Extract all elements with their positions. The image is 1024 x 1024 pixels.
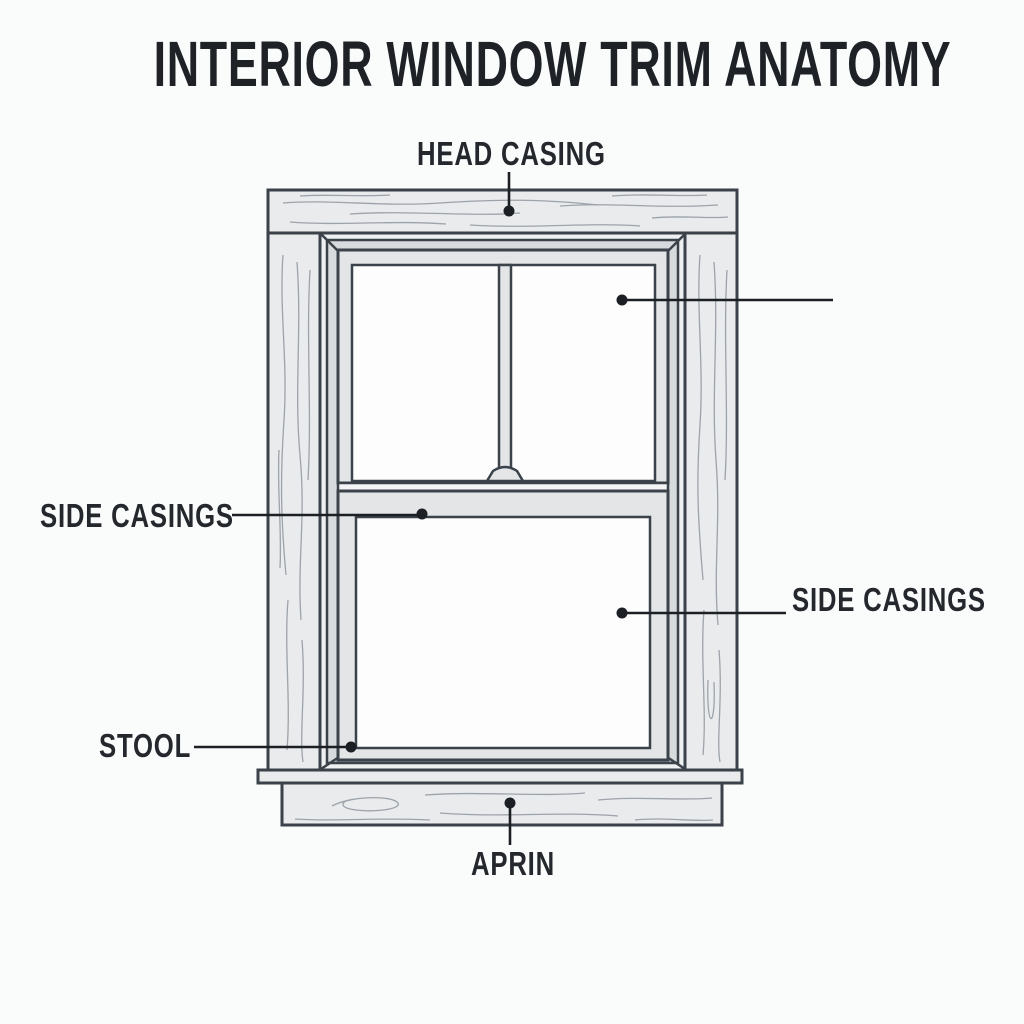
right-casing-wood-grain	[697, 254, 728, 763]
apron-leader-dot	[504, 797, 516, 809]
head-casing-leader-dot	[503, 205, 515, 217]
stool-leader-dot	[345, 741, 357, 753]
head-casing-wood-grain	[282, 194, 729, 227]
side-casings-left-leader-dot	[416, 508, 428, 520]
stool-label: STOOL	[99, 727, 192, 764]
bevel-miter-joints	[320, 233, 686, 771]
page-title: INTERIOR WINDOW TRIM ANATOMY	[153, 28, 952, 100]
left-side-casing-board	[266, 231, 322, 772]
side-casings-right-label: SIDE CASINGS	[792, 581, 986, 618]
leader-annotations	[194, 172, 833, 845]
apron-wood-grain	[294, 792, 714, 822]
lower-sash-glass	[354, 515, 652, 750]
head-casing-label: HEAD CASING	[417, 135, 606, 172]
apron-label: APRIN	[471, 845, 555, 882]
apron-board	[280, 781, 724, 827]
unlabeled-leader-dot	[616, 294, 628, 306]
left-casing-wood-grain	[277, 254, 311, 763]
side-casings-left-label: SIDE CASINGS	[40, 497, 234, 534]
right-side-casing-board	[683, 231, 739, 772]
sash-lift	[484, 465, 526, 483]
muntin-bar	[497, 263, 513, 483]
side-casings-right-leader-dot	[616, 607, 628, 619]
stool-board	[256, 768, 744, 785]
